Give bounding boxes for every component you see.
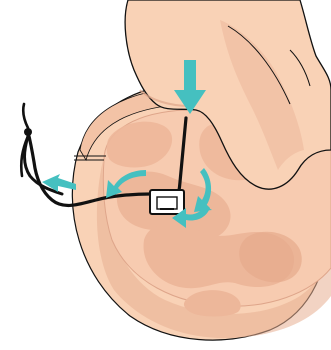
port-window — [157, 197, 177, 209]
port-device — [150, 190, 184, 214]
